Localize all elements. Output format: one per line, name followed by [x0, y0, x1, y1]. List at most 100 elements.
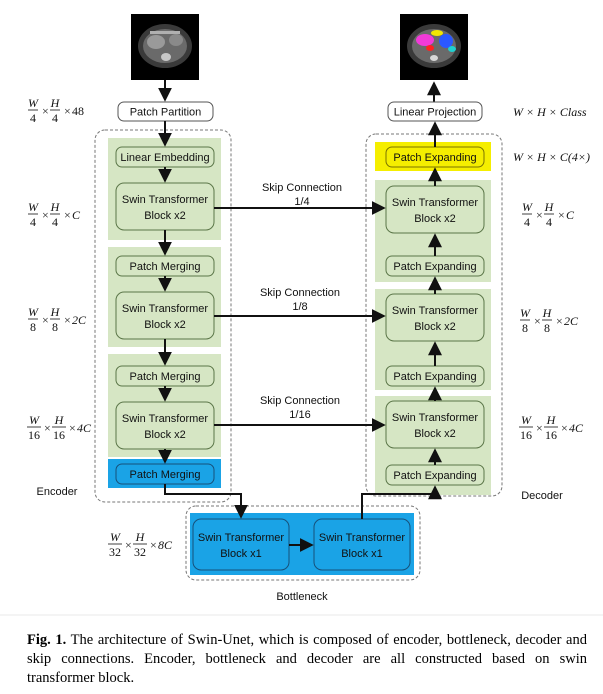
- svg-text:Patch Expanding: Patch Expanding: [393, 470, 476, 482]
- svg-text:×: ×: [69, 421, 76, 435]
- svg-text:8C: 8C: [158, 538, 173, 552]
- encoder-swin-block-2: Swin Transformer Block x2: [115, 291, 215, 340]
- svg-text:W: W: [28, 305, 39, 319]
- svg-text:W: W: [29, 413, 40, 427]
- svg-text:Swin Transformer: Swin Transformer: [198, 532, 285, 544]
- svg-text:8: 8: [52, 320, 58, 334]
- svg-text:W: W: [28, 96, 39, 110]
- figure-caption-text: The architecture of Swin-Unet, which is …: [27, 632, 587, 686]
- svg-text:Patch Merging: Patch Merging: [130, 261, 201, 273]
- svg-text:4: 4: [30, 111, 36, 125]
- dim-left-4: W 16 × H 16 × 4C: [27, 413, 92, 442]
- svg-text:4C: 4C: [569, 421, 584, 435]
- encoder-patch-merging-2: Patch Merging: [115, 365, 215, 387]
- svg-text:Patch Expanding: Patch Expanding: [393, 152, 476, 164]
- svg-text:Block x2: Block x2: [414, 213, 456, 225]
- bottleneck-dashed-group: [185, 505, 421, 581]
- svg-text:×: ×: [42, 208, 49, 222]
- svg-text:W: W: [520, 306, 531, 320]
- patch-partition-box: Patch Partition: [117, 101, 214, 122]
- decoder-patch-expanding-top: Patch Expanding: [385, 146, 485, 168]
- svg-text:×: ×: [556, 314, 563, 328]
- svg-text:8: 8: [30, 320, 36, 334]
- svg-text:Swin Transformer: Swin Transformer: [392, 412, 479, 424]
- dim-left-3: W 8 × H 8 × 2C: [28, 305, 87, 334]
- svg-text:Block x2: Block x2: [144, 319, 186, 331]
- ct-scan-input-image: [131, 14, 199, 80]
- svg-text:H: H: [54, 413, 65, 427]
- encoder-swin-block-1: Swin Transformer Block x2: [115, 182, 215, 231]
- svg-text:Block x1: Block x1: [341, 548, 383, 560]
- encoder-patch-merging-3: Patch Merging: [115, 463, 215, 485]
- skip-connection-2-label: Skip Connection: [260, 287, 340, 299]
- svg-text:8: 8: [522, 321, 528, 335]
- svg-text:Swin Transformer: Swin Transformer: [122, 194, 209, 206]
- dim-right-1: W 4 × H 4 × C: [522, 200, 575, 229]
- encoder-label: Encoder: [37, 486, 78, 498]
- decoder-patch-expanding-3: Patch Expanding: [385, 464, 485, 486]
- svg-text:H: H: [544, 200, 555, 214]
- svg-text:×: ×: [536, 421, 543, 435]
- svg-text:W: W: [522, 200, 533, 214]
- decoder-patch-expanding-2: Patch Expanding: [385, 365, 485, 387]
- svg-text:×: ×: [42, 104, 49, 118]
- svg-text:C: C: [72, 208, 81, 222]
- dim-left-2: W 4 × H 4 × C: [28, 200, 81, 229]
- svg-text:Swin Transformer: Swin Transformer: [392, 197, 479, 209]
- svg-text:×: ×: [561, 421, 568, 435]
- svg-text:Patch Merging: Patch Merging: [130, 469, 201, 481]
- dim-right-c4x: W × H × C(4×): [513, 150, 590, 164]
- svg-text:×: ×: [44, 421, 51, 435]
- svg-text:4: 4: [52, 215, 58, 229]
- svg-text:16: 16: [53, 428, 65, 442]
- linear-embedding-box: Linear Embedding: [115, 146, 215, 168]
- dim-left-1: W 4 × H 4 × 48: [28, 96, 84, 125]
- decoder-patch-expanding-1: Patch Expanding: [385, 255, 485, 277]
- svg-text:Swin Transformer: Swin Transformer: [122, 413, 209, 425]
- bottleneck-label: Bottleneck: [276, 591, 328, 603]
- svg-text:32: 32: [134, 545, 146, 559]
- svg-text:48: 48: [72, 104, 84, 118]
- svg-text:C: C: [566, 208, 575, 222]
- svg-text:4: 4: [524, 215, 530, 229]
- svg-text:2C: 2C: [564, 314, 579, 328]
- skip-connection-2-ratio: 1/8: [292, 301, 307, 313]
- svg-text:4: 4: [30, 215, 36, 229]
- svg-text:×: ×: [64, 208, 71, 222]
- svg-text:Block x1: Block x1: [220, 548, 262, 560]
- svg-text:Patch Expanding: Patch Expanding: [393, 261, 476, 273]
- skip-connection-3-ratio: 1/16: [289, 409, 310, 421]
- decoder-swin-block-1: Swin Transformer Block x2: [385, 185, 485, 234]
- dim-right-2: W 8 × H 8 × 2C: [520, 306, 579, 335]
- svg-text:Patch Expanding: Patch Expanding: [393, 371, 476, 383]
- svg-text:H: H: [50, 200, 61, 214]
- svg-text:×: ×: [534, 314, 541, 328]
- linear-projection-box: Linear Projection: [387, 101, 483, 122]
- bottleneck-swin-block-b: Swin Transformer Block x1: [313, 518, 411, 571]
- svg-text:2C: 2C: [72, 313, 87, 327]
- svg-text:Patch Merging: Patch Merging: [130, 371, 201, 383]
- dim-right-3: W 16 × H 16 × 4C: [519, 413, 584, 442]
- svg-text:W: W: [28, 200, 39, 214]
- svg-text:4: 4: [52, 111, 58, 125]
- svg-text:Swin Transformer: Swin Transformer: [392, 305, 479, 317]
- encoder-swin-block-3: Swin Transformer Block x2: [115, 401, 215, 450]
- svg-text:×: ×: [536, 208, 543, 222]
- svg-text:H: H: [50, 305, 61, 319]
- svg-text:×: ×: [64, 104, 71, 118]
- dim-right-class: W × H × Class: [513, 105, 587, 119]
- svg-text:16: 16: [520, 428, 532, 442]
- svg-text:Linear Projection: Linear Projection: [394, 107, 477, 119]
- segmentation-output-image: [400, 14, 468, 80]
- svg-text:W: W: [521, 413, 532, 427]
- svg-text:H: H: [50, 96, 61, 110]
- svg-text:4: 4: [546, 215, 552, 229]
- svg-text:16: 16: [28, 428, 40, 442]
- svg-text:Patch Partition: Patch Partition: [130, 107, 202, 119]
- svg-text:×: ×: [125, 538, 132, 552]
- bottleneck-to-decoder-arrow: [361, 485, 442, 519]
- decoder-swin-block-2: Swin Transformer Block x2: [385, 293, 485, 342]
- svg-text:Swin Transformer: Swin Transformer: [319, 532, 406, 544]
- svg-text:Block x2: Block x2: [144, 210, 186, 222]
- svg-text:8: 8: [544, 321, 550, 335]
